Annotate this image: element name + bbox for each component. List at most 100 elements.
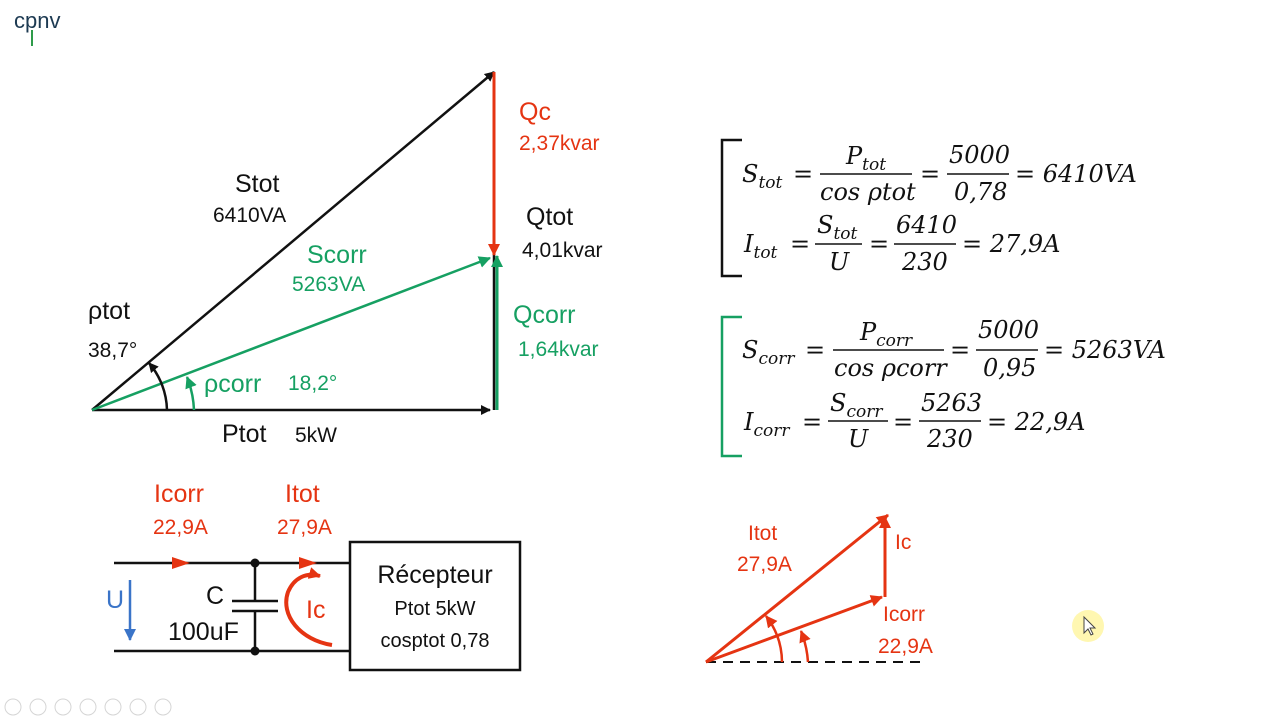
phitot-arc xyxy=(148,362,169,411)
ptot-label: Ptot xyxy=(222,420,267,448)
stot-lhs: Stot xyxy=(742,160,783,193)
qc-value: 2,37kvar xyxy=(519,132,600,155)
receiver-title: Récepteur xyxy=(377,561,492,589)
icorr-eq1: = xyxy=(802,408,822,436)
icorr-num2: 5263 xyxy=(921,389,982,417)
ic-label: Ic xyxy=(306,596,325,624)
mouse-cursor xyxy=(1072,610,1104,642)
presentation-toolbar xyxy=(4,698,172,716)
itot-den: U xyxy=(829,248,850,276)
icorr-equation: Icorr = Scorr U = 5263 230 = 22,9A xyxy=(743,389,1086,453)
phitot-label: ρtot xyxy=(88,297,130,325)
power-triangle: Stot 6410VA Scorr 5263VA Qc 2,37kvar Qto… xyxy=(88,71,603,448)
itot-eq2: = xyxy=(869,230,889,258)
phasor-itot-value: 27,9A xyxy=(737,553,792,576)
stot-equation: Stot = Ptot cos ρtot = 5000 0,78 = 6410V… xyxy=(742,141,1137,206)
prev-slide-icon[interactable] xyxy=(4,698,22,716)
scorr-lhs: Scorr xyxy=(742,336,795,369)
receiver-power: Ptot 5kW xyxy=(394,598,475,620)
phitot-value: 38,7° xyxy=(88,339,137,362)
stot-num2: 5000 xyxy=(949,141,1010,169)
stot-value: 6410VA xyxy=(213,204,286,227)
cpnv-logo: cpnv xyxy=(14,8,60,46)
icorr-num: Scorr xyxy=(830,389,883,422)
qtot-label: Qtot xyxy=(526,203,573,231)
scorr-num2: 5000 xyxy=(978,316,1039,344)
equations-corrected: Scorr = Pcorr cos ρcorr = 5000 0,95 = 52… xyxy=(720,315,1166,458)
bracket-total xyxy=(720,138,742,278)
itot-num: Stot xyxy=(817,211,858,244)
itot-equation: Itot = Stot U = 6410 230 = 27,9A xyxy=(743,211,1061,276)
stot-den: cos ρtot xyxy=(820,178,916,206)
stot-label: Stot xyxy=(235,170,280,198)
phasor-itot-label: Itot xyxy=(748,522,777,545)
receiver-cosphi: cosptot 0,78 xyxy=(381,630,490,652)
stot-eq1: = xyxy=(793,160,813,188)
bracket-corrected xyxy=(720,315,742,458)
pen-icon[interactable] xyxy=(54,698,72,716)
phitot-current-arc xyxy=(765,615,784,663)
itot-num2: 6410 xyxy=(896,211,957,239)
itot-arrowhead xyxy=(299,557,317,569)
slides-grid-icon[interactable] xyxy=(79,698,97,716)
logo-text: cpnv xyxy=(14,8,60,33)
equations-total: Stot = Ptot cos ρtot = 5000 0,78 = 6410V… xyxy=(720,138,1137,278)
capacitor-label: C xyxy=(206,582,224,610)
zoom-icon[interactable] xyxy=(104,698,122,716)
scorr-value: 5263VA xyxy=(292,273,365,296)
icorr-lhs: Icorr xyxy=(743,408,790,441)
phicorr-label: ρcorr xyxy=(204,370,261,398)
itot-phasor xyxy=(705,513,889,664)
ic-arc-arrow xyxy=(284,567,333,647)
stot-den2: 0,78 xyxy=(954,178,1007,206)
stot-result: = 6410VA xyxy=(1015,160,1137,188)
phasor-ic-label: Ic xyxy=(895,531,911,554)
receiver-box xyxy=(348,540,522,672)
pointer-icon xyxy=(1083,615,1097,636)
stot-vector xyxy=(91,71,495,411)
scorr-equation: Scorr = Pcorr cos ρcorr = 5000 0,95 = 52… xyxy=(742,316,1166,382)
current-phasor-diagram: Itot 27,9A Ic Icorr 22,9A xyxy=(705,513,933,664)
phicorr-arc xyxy=(185,376,197,411)
icorr-result: = 22,9A xyxy=(987,408,1086,436)
qcorr-value: 1,64kvar xyxy=(518,338,599,361)
capacitor-value: 100uF xyxy=(168,618,239,646)
scorr-num: Pcorr xyxy=(859,318,913,351)
qc-label: Qc xyxy=(519,98,551,126)
itot-result: = 27,9A xyxy=(962,230,1061,258)
subtitles-icon[interactable] xyxy=(129,698,147,716)
stot-eq2: = xyxy=(920,160,940,188)
stot-num: Ptot xyxy=(845,142,886,175)
circuit-icorr-value: 22,9A xyxy=(153,516,208,539)
more-options-icon[interactable] xyxy=(154,698,172,716)
scorr-eq1: = xyxy=(805,336,825,364)
circuit-icorr-label: Icorr xyxy=(154,480,204,508)
circuit-itot-label: Itot xyxy=(285,480,320,508)
phicorr-current-arc xyxy=(799,630,811,663)
itot-lhs: Itot xyxy=(743,230,778,263)
itot-eq1: = xyxy=(790,230,810,258)
qtot-value: 4,01kvar xyxy=(522,239,603,262)
scorr-eq2: = xyxy=(950,336,970,364)
scorr-result: = 5263VA xyxy=(1044,336,1166,364)
icorr-phasor xyxy=(705,595,883,664)
phasor-icorr-value: 22,9A xyxy=(878,635,933,658)
itot-den2: 230 xyxy=(901,248,948,276)
icorr-den2: 230 xyxy=(926,425,973,453)
phicorr-value: 18,2° xyxy=(288,372,337,395)
scorr-label: Scorr xyxy=(307,241,367,269)
scorr-vector xyxy=(91,256,491,412)
voltage-label: U xyxy=(106,586,124,614)
circuit: Icorr 22,9A Itot 27,9A U C 100uF Ic Réce… xyxy=(106,480,522,672)
circuit-itot-value: 27,9A xyxy=(277,516,332,539)
ptot-value: 5kW xyxy=(295,424,337,447)
next-slide-icon[interactable] xyxy=(29,698,47,716)
qcorr-label: Qcorr xyxy=(513,301,576,329)
scorr-den2: 0,95 xyxy=(983,354,1036,382)
scorr-den: cos ρcorr xyxy=(834,354,948,382)
icorr-eq2: = xyxy=(893,408,913,436)
icorr-arrowhead xyxy=(172,557,190,569)
icorr-den: U xyxy=(848,425,869,453)
phasor-icorr-label: Icorr xyxy=(883,603,925,626)
